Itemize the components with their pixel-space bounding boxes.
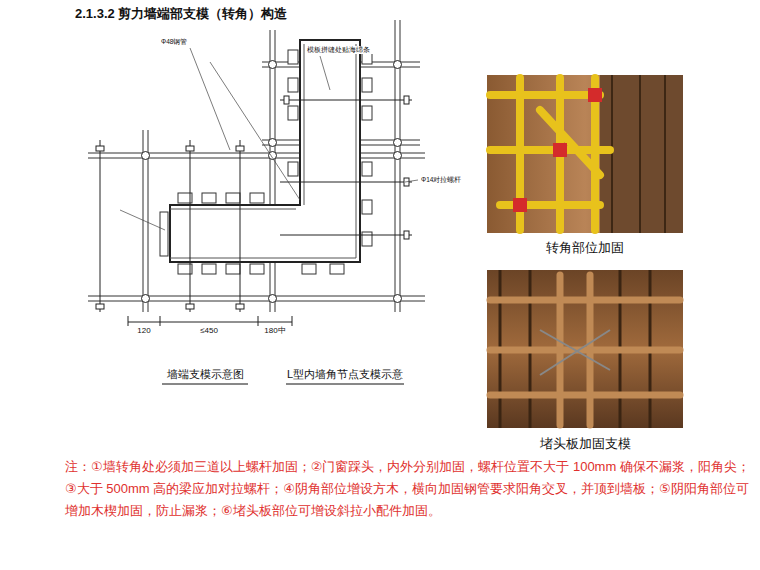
photo-caption: 堵头板加固支模 (510, 436, 660, 452)
timber-block (160, 50, 372, 274)
photo-stopend (487, 270, 683, 428)
figure-caption: 墙端支模示意图 (140, 368, 270, 381)
part-label: 模板拼缝处贴海绵条 (306, 46, 388, 54)
formwork-plan (88, 20, 425, 384)
dimension: ≤450 (189, 326, 229, 336)
figure-caption: L型内墙角节点支模示意 (270, 368, 420, 381)
bolt-nut (96, 61, 409, 310)
title: 2.1.3.2 剪力墙端部支模（转角）构造 (75, 5, 287, 23)
dimension-line (128, 316, 292, 326)
part-label: Φ14对拉螺杆 (420, 176, 484, 184)
wall-outline (170, 40, 360, 262)
caption-underline (286, 384, 404, 385)
photo-corner (487, 75, 683, 233)
tie-bolt (100, 100, 412, 312)
dimension: 120 (129, 326, 159, 336)
photo-caption: 转角部位加固 (510, 240, 660, 256)
note: 注：①墙转角处必须加三道以上螺杆加固；②门窗踩头，内外分别加固，螺杆位置不大于 … (65, 456, 755, 522)
steel-pipe (88, 20, 425, 312)
leader-line (120, 48, 418, 230)
caption-underline (162, 384, 248, 385)
dimension: 180中 (258, 326, 292, 336)
part-label: Φ48钢管 (160, 38, 222, 46)
